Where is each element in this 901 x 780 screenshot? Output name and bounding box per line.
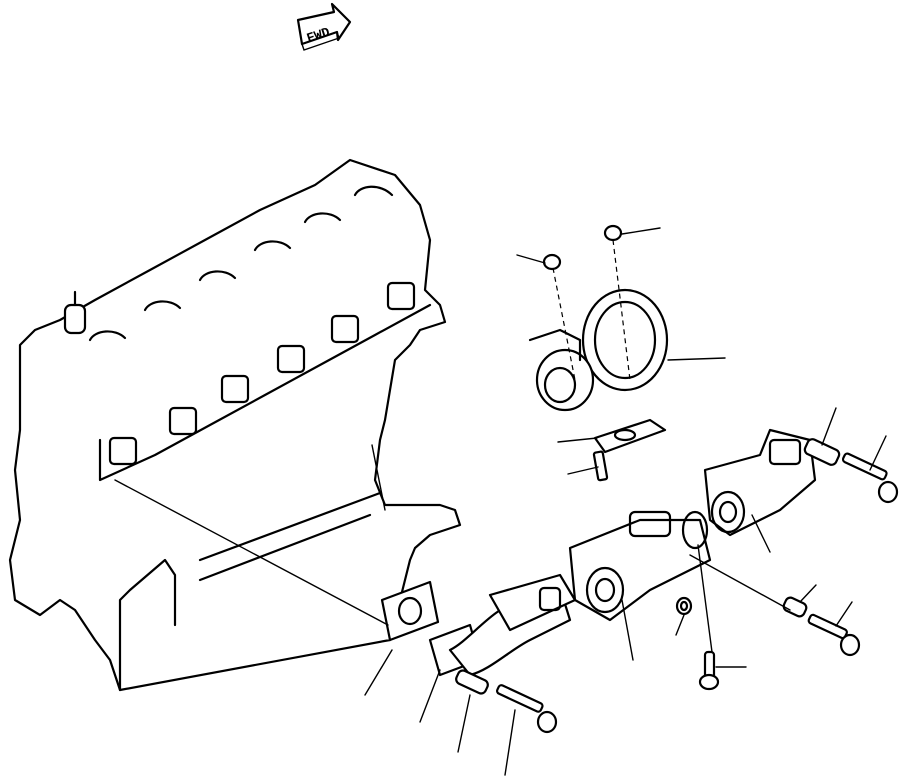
exhaust-manifold-center — [568, 510, 712, 622]
bolt-front — [496, 684, 558, 734]
filler-cap — [63, 290, 87, 335]
exhaust-manifold-rear — [703, 428, 817, 537]
spacer-sleeve-front — [455, 669, 489, 695]
exhaust-manifold-front — [428, 573, 577, 677]
leader-lines — [364, 227, 887, 776]
bolt-rear — [841, 452, 899, 504]
fwd-label: FWD — [305, 24, 332, 46]
engine-block — [8, 158, 462, 692]
washer — [675, 596, 693, 616]
fwd-arrow: FWD — [296, 2, 352, 51]
manifold-gasket — [380, 580, 440, 642]
spacer-sleeve-rear — [803, 438, 841, 466]
stud — [592, 450, 609, 482]
turbo-gasket — [593, 418, 667, 454]
nut-right — [603, 224, 623, 242]
nut-left — [542, 253, 562, 271]
turbocharger — [528, 239, 669, 412]
bolt-vertical — [698, 650, 720, 691]
exhaust-ports — [108, 281, 416, 466]
bolt-middle — [807, 613, 861, 657]
